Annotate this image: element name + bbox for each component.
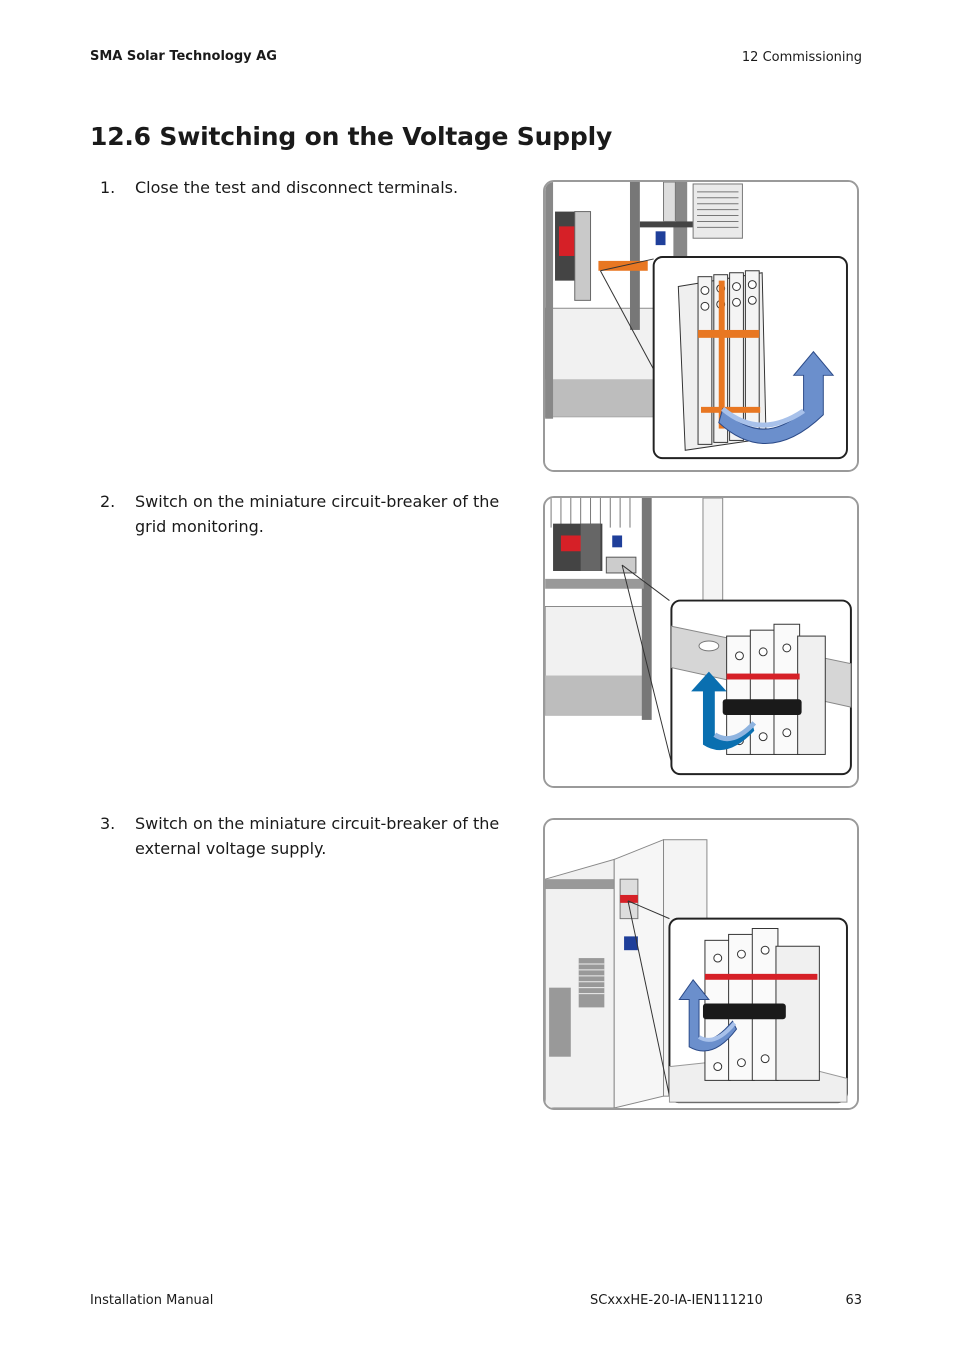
header-company: SMA Solar Technology AG [90,49,277,64]
step-3: 3. Switch on the miniature circuit-break… [100,811,520,861]
step-1-text: Close the test and disconnect terminals. [135,178,459,197]
figure-test-terminals [543,180,859,472]
step-2-text: Switch on the miniature circuit-breaker … [135,492,500,536]
step-1: 1. Close the test and disconnect termina… [100,175,520,200]
step-2: 2. Switch on the miniature circuit-break… [100,489,520,539]
header-chapter: 12 Commissioning [741,50,862,65]
step-1-number: 1. [100,178,116,197]
footer-manual: Installation Manual [90,1293,214,1308]
test-terminals-illustration [545,182,857,470]
step-3-number: 3. [100,814,116,833]
section-title: 12.6 Switching on the Voltage Supply [90,122,613,151]
external-voltage-breaker-illustration [545,820,857,1108]
figure-external-voltage-breaker [543,818,859,1110]
step-2-number: 2. [100,492,116,511]
step-3-text: Switch on the miniature circuit-breaker … [135,814,500,858]
figure-grid-monitoring-breaker [543,496,859,788]
grid-monitoring-breaker-illustration [545,498,857,786]
footer-page-number: 63 [845,1293,862,1308]
footer-doc-code: SCxxxHE-20-IA-IEN111210 [590,1293,763,1308]
